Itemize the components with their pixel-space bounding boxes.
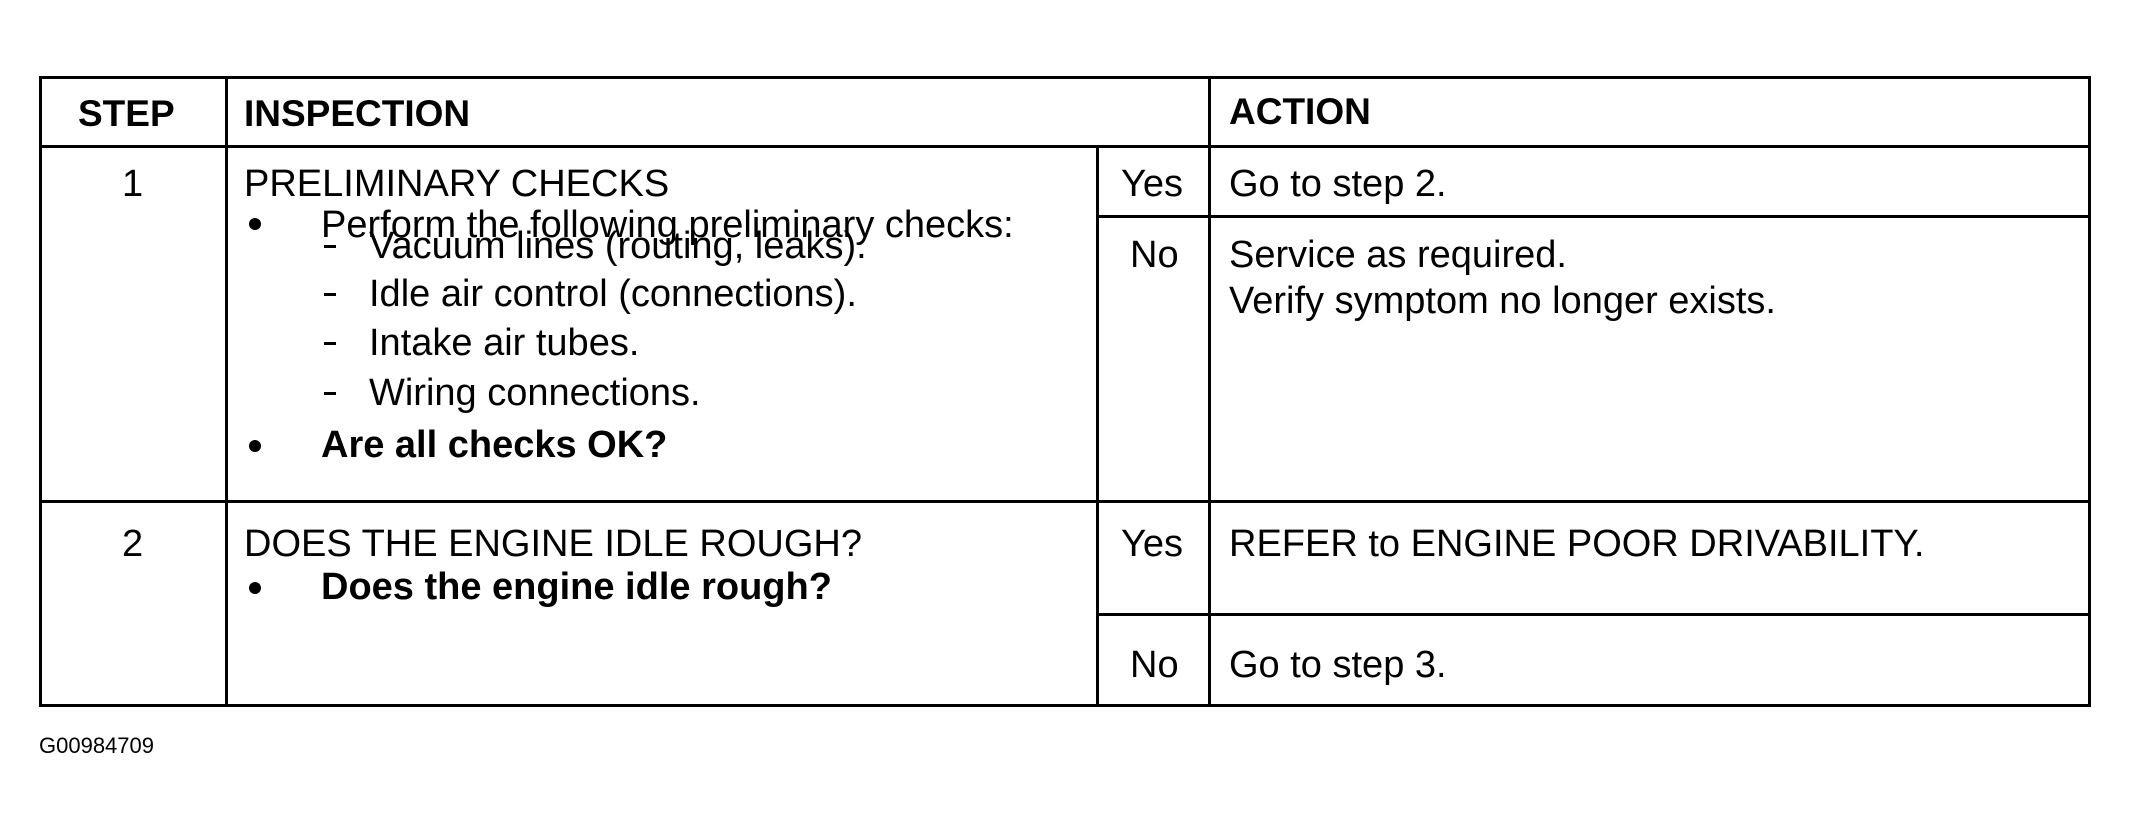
- step-number: 2: [122, 523, 144, 565]
- check-item: Vacuum lines (routing, leaks).: [369, 225, 867, 267]
- header-inspection: INSPECTION: [244, 93, 471, 134]
- action-text: Go to step 2.: [1229, 163, 1447, 205]
- action-text: Verify symptom no longer exists.: [1229, 280, 1776, 322]
- divider-row1-row2: [42, 500, 2088, 503]
- inspection-question: Are all checks OK?: [321, 424, 668, 466]
- answer-no-label: No: [1130, 234, 1179, 276]
- divider-answer: [1096, 145, 1099, 704]
- dash-icon: [324, 245, 336, 248]
- inspection-title: PRELIMINARY CHECKS: [244, 163, 670, 205]
- divider-row2-yes: [1096, 613, 2088, 616]
- divider-action: [1208, 79, 1211, 704]
- answer-yes-label: Yes: [1121, 523, 1183, 565]
- inspection-title: DOES THE ENGINE IDLE ROUGH?: [244, 523, 862, 565]
- divider-step: [225, 79, 228, 704]
- step-number: 1: [122, 163, 144, 205]
- bullet-icon: [249, 440, 261, 452]
- check-item: Wiring connections.: [369, 372, 701, 414]
- bullet-icon: [249, 582, 261, 594]
- header-action: ACTION: [1229, 91, 1371, 132]
- action-text: Service as required.: [1229, 234, 1567, 276]
- inspection-instruction: Perform the following preliminary checks…: [321, 204, 1014, 246]
- answer-no-label: No: [1130, 644, 1179, 686]
- header-step: STEP: [78, 93, 175, 134]
- figure-id: G00984709: [39, 733, 154, 758]
- action-text: REFER to ENGINE POOR DRIVABILITY.: [1229, 523, 1925, 565]
- divider-header: [42, 145, 2088, 148]
- dash-icon: [324, 342, 336, 345]
- check-item: Idle air control (connections).: [369, 273, 857, 315]
- action-text: Go to step 3.: [1229, 644, 1447, 686]
- dash-icon: [324, 293, 336, 296]
- inspection-question: Does the engine idle rough?: [321, 566, 832, 608]
- diagnostic-table: STEP INSPECTION ACTION 1 PRELIMINARY CHE…: [39, 76, 2091, 707]
- dash-icon: [324, 392, 336, 395]
- bullet-icon: [249, 218, 261, 230]
- divider-row1-yes: [1096, 215, 2088, 218]
- answer-yes-label: Yes: [1121, 163, 1183, 205]
- check-item: Intake air tubes.: [369, 322, 640, 364]
